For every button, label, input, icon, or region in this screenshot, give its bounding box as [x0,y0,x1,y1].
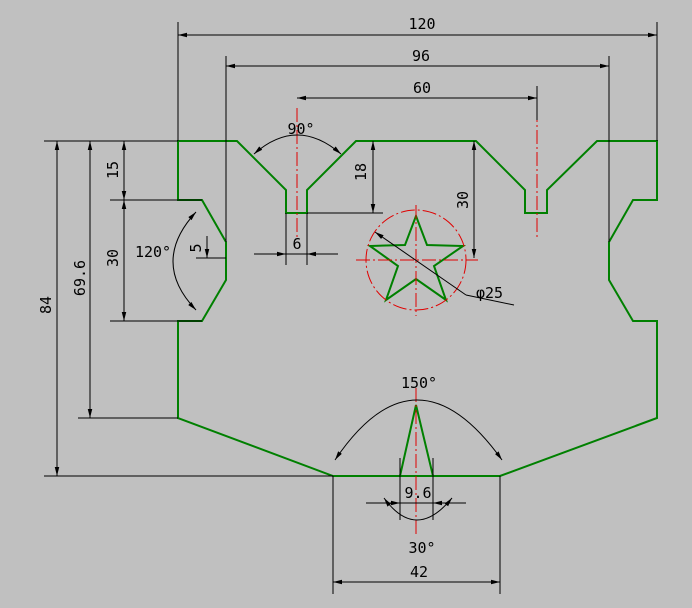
leader-phi25-shelf [465,294,515,306]
dim-text-15: 15 [104,161,122,179]
angle-text-30: 30° [408,539,435,557]
dim-text-6: 6 [292,235,301,253]
dim-text-84: 84 [37,296,55,314]
arc-90 [253,134,342,155]
dim-text-9-6: 9.6 [404,484,431,502]
leader-phi25 [374,231,467,296]
dim-text-120: 120 [408,15,435,33]
dim-text-30-star: 30 [454,191,472,209]
angle-text-120: 120° [135,243,171,261]
extension-lines [44,22,658,594]
feature-text-phi25: φ25 [476,284,503,302]
dim-text-96: 96 [412,47,430,65]
dim-text-5: 5 [187,243,205,252]
dim-text-60: 60 [413,79,431,97]
dim-text-18: 18 [352,163,370,181]
arc-30 [383,497,453,521]
dim-text-42: 42 [410,563,428,581]
part-outline [177,140,658,477]
arc-150 [334,399,503,461]
dim-text-69-6: 69.6 [71,260,89,296]
dim-text-30-side: 30 [104,249,122,267]
angle-text-90: 90° [287,120,314,138]
arc-120 [172,211,197,311]
angle-text-150: 150° [401,374,437,392]
